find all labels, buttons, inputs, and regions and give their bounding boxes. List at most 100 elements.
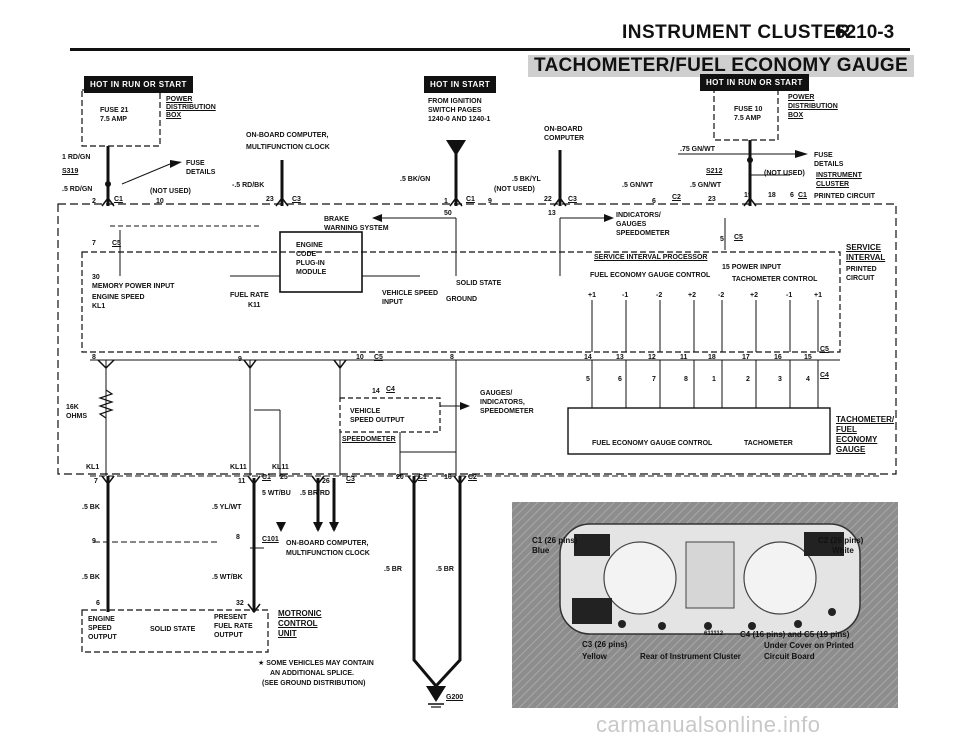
pin-9: 9 [488, 198, 492, 205]
service-1: SERVICE [846, 243, 881, 252]
pin-30: 30 [92, 274, 100, 281]
photo-code: 611112 [704, 631, 724, 637]
pin-13b: 13 [616, 354, 624, 361]
tfeg-1: TACHOMETER/ [836, 415, 895, 424]
pin-7c: 7 [94, 478, 98, 485]
service-3: PRINTED [846, 266, 877, 273]
motronic-box [81, 609, 269, 653]
gauge-right [743, 541, 817, 615]
pin-6b: 6 [790, 192, 794, 199]
wire-5bk-b: .5 BK [82, 574, 100, 581]
pin-10b: 10 [356, 354, 364, 361]
wire-5br-b: .5 BR [436, 566, 454, 573]
pin-4: 4 [806, 376, 810, 383]
engine-speed: ENGINE SPEED [92, 294, 145, 301]
vso-box [339, 397, 441, 433]
wire-5wtbu: 5 WT/BU [262, 490, 291, 497]
brake-arrow [372, 214, 382, 222]
pin-11b: 11 [238, 478, 246, 485]
power-dist-left-3: BOX [166, 112, 182, 119]
pin-10: 10 [156, 198, 164, 205]
kl1-b: KL1 [86, 464, 100, 471]
fuse10-amp: 7.5 AMP [734, 115, 761, 122]
not-used-center: (NOT USED) [494, 186, 535, 193]
fuse10-box [713, 89, 779, 141]
pin-3: 3 [778, 376, 782, 383]
conn-c3-b: C3 [568, 196, 577, 203]
memory-power: MEMORY POWER INPUT [92, 283, 175, 290]
fuse21-label: FUSE 21 [100, 107, 129, 114]
conn-c3-c: C3 [346, 476, 355, 483]
pin-14: 14 [584, 354, 592, 361]
obc-bottom-arrow-2 [313, 522, 323, 532]
power-input-2: TACHOMETER CONTROL [732, 276, 818, 283]
conn-c1-c: C1 [798, 192, 807, 199]
tach-gauge-box [567, 407, 831, 455]
service-interval-processor: SERVICE INTERVAL PROCESSOR [594, 254, 708, 261]
pin-11: 11 [680, 354, 688, 361]
fuse-details-2: DETAILS [186, 169, 216, 176]
pin-17: 17 [742, 354, 750, 361]
onboard-2: COMPUTER [544, 135, 585, 142]
pin-16: 16 [774, 354, 782, 361]
cluster-outline [57, 203, 897, 475]
splice-s212-label: S212 [706, 168, 723, 175]
wire-5bkyl: .5 BK/YL [512, 176, 541, 183]
photo-rear: Rear of Instrument Cluster [640, 652, 741, 661]
ground-arrow [426, 686, 446, 702]
photo-c1-color: Blue [532, 546, 550, 555]
wire-5wtbk: .5 WT/BK [212, 574, 243, 581]
cluster-rear-illustration [512, 502, 898, 708]
present-2: FUEL RATE [214, 623, 253, 630]
fuel-economy-control-top: FUEL ECONOMY GAUGE CONTROL [590, 272, 711, 279]
pin-18: 18 [768, 192, 776, 199]
conn-c1-d: C1 [262, 474, 271, 481]
splice-s319 [105, 181, 111, 187]
photo-c4-1: C4 (16 pins) and C5 (19 pins) [740, 630, 850, 639]
pin-26: 26 [322, 478, 330, 485]
pin-23b: 23 [708, 196, 716, 203]
fuel-economy-control-bottom: FUEL ECONOMY GAUGE CONTROL [592, 440, 713, 447]
pol-p1b: +1 [814, 292, 822, 299]
power-dist-right-2: DISTRIBUTION [788, 103, 838, 110]
pol-m1: -1 [622, 292, 629, 299]
pin-8: 8 [92, 354, 96, 361]
photo-c4-2: Under Cover on Printed [764, 641, 854, 650]
connector-c1-block [574, 534, 610, 556]
from-ignition-3: 1240-0 AND 1240-1 [428, 116, 491, 123]
kl11-a: KL11 [230, 464, 247, 471]
service-4: CIRCUIT [846, 275, 875, 282]
inst-cluster-1: INSTRUMENT [816, 172, 862, 179]
fuse21-amp: 7.5 AMP [100, 116, 127, 123]
ground-wires [412, 476, 462, 689]
pin-8d: 8 [236, 534, 240, 541]
pin-5: 5 [720, 236, 724, 243]
gauges-3: SPEEDOMETER [480, 408, 534, 415]
power-dist-left: POWER [166, 96, 193, 103]
ecp-4: MODULE [296, 269, 327, 276]
power-dist-left-2: DISTRIBUTION [166, 104, 216, 111]
watermark: carmanualsonline.info [596, 712, 821, 737]
fuse21-box [81, 89, 161, 147]
wire-5rdgn: .5 RD/GN [62, 186, 93, 193]
fuse-detail-arrow [121, 163, 171, 185]
solid-state-b: SOLID STATE [150, 626, 196, 633]
wire-5bkgn: .5 BK/GN [400, 176, 431, 183]
pin-1: 1 [444, 198, 448, 205]
indicators-2: GAUGES [616, 221, 647, 228]
ecp-3: PLUG-IN [296, 260, 325, 267]
wire-5rdbk: -.5 RD/BK [232, 182, 265, 189]
conn-c1-a: C1 [114, 196, 123, 203]
printed-circuit: PRINTED CIRCUIT [814, 193, 876, 200]
photo-c2-color: White [832, 546, 854, 555]
not-used-right: (NOT USED) [764, 170, 805, 177]
pol-p2: +2 [688, 292, 696, 299]
conn-c2-a: C2 [672, 194, 681, 201]
obc-bottom-arrow-3 [329, 522, 339, 532]
pol-p1: +1 [588, 292, 596, 299]
wire-5br-a: .5 BR [384, 566, 402, 573]
conn-c1-e: C1 [418, 474, 427, 481]
fuse-details-arrow-head-r [795, 150, 808, 158]
onboard-1: ON-BOARD [544, 126, 583, 133]
wire-5brrd: .5 BR/RD [300, 490, 330, 497]
